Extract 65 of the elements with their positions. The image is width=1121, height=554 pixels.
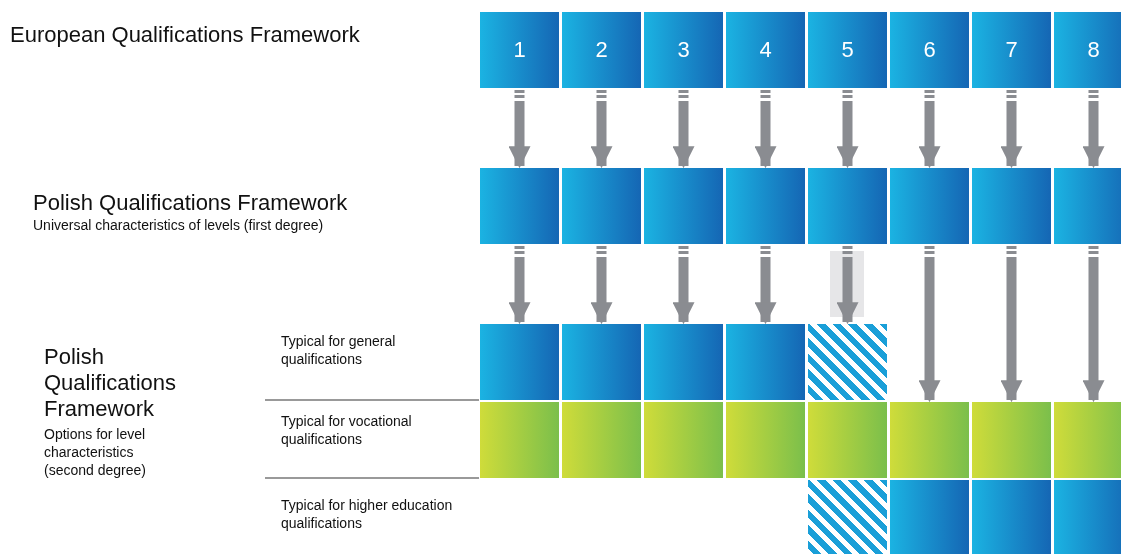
- down-arrow: [1082, 246, 1105, 403]
- down-arrow: [508, 246, 531, 325]
- level-number: 7: [1005, 37, 1018, 63]
- level-box: [726, 324, 805, 400]
- level-box: [1054, 480, 1121, 554]
- down-arrow: [672, 90, 695, 169]
- level-box: [480, 324, 559, 400]
- level-box: [972, 168, 1051, 244]
- level-box: [644, 168, 723, 244]
- heading: Polish Qualifications Framework: [44, 344, 178, 422]
- level-box: [562, 12, 641, 88]
- level-box: [808, 12, 887, 88]
- down-arrow: [672, 246, 695, 325]
- down-arrow: [918, 90, 941, 169]
- level-box: [1054, 402, 1121, 478]
- level-box: [1054, 12, 1121, 88]
- level-number: 4: [759, 37, 772, 63]
- level-box: [480, 168, 559, 244]
- down-arrow: [590, 90, 613, 169]
- level-number: 5: [841, 37, 854, 63]
- heading: Polish Qualifications Framework: [33, 190, 349, 216]
- row-label: Typical for higher education qualifications: [281, 496, 454, 532]
- level-number: 1: [513, 37, 526, 63]
- level-box: [1054, 168, 1121, 244]
- level-number: 6: [923, 37, 936, 63]
- down-arrow: [836, 90, 859, 169]
- down-arrow: [754, 90, 777, 169]
- level-box: [890, 402, 969, 478]
- level-box: [726, 12, 805, 88]
- down-arrow: [590, 246, 613, 325]
- level-box: [644, 402, 723, 478]
- hatched-level-box: [808, 324, 887, 400]
- level-box: [480, 12, 559, 88]
- hatched-level-box: [808, 480, 887, 554]
- row-label: Typical for vocational qualifications: [281, 412, 413, 448]
- level-box: [726, 168, 805, 244]
- level-box: [972, 480, 1051, 554]
- level-number: 3: [677, 37, 690, 63]
- level-box: [480, 402, 559, 478]
- level-box: [808, 168, 887, 244]
- level-box: [644, 12, 723, 88]
- heading: European Qualifications Framework: [10, 22, 361, 48]
- level-box: [562, 402, 641, 478]
- down-arrow: [836, 246, 859, 325]
- level-number: 8: [1087, 37, 1100, 63]
- level-box: [890, 168, 969, 244]
- level-box: [972, 12, 1051, 88]
- down-arrow: [508, 90, 531, 169]
- level-box: [890, 480, 969, 554]
- level-box: [562, 168, 641, 244]
- level-box: [890, 12, 969, 88]
- down-arrow: [918, 246, 941, 403]
- level-number: 2: [595, 37, 608, 63]
- level-box: [726, 402, 805, 478]
- subheading: Options for level characteristics (second degree): [44, 425, 147, 479]
- down-arrow: [1000, 246, 1023, 403]
- level-box: [972, 402, 1051, 478]
- down-arrow: [1000, 90, 1023, 169]
- level-box: [644, 324, 723, 400]
- level-box: [562, 324, 641, 400]
- row-label: Typical for general qualifications: [281, 332, 397, 368]
- subheading: Universal characteristics of levels (first degree): [33, 216, 325, 234]
- down-arrow: [754, 246, 777, 325]
- level-box: [808, 402, 887, 478]
- down-arrow: [1082, 90, 1105, 169]
